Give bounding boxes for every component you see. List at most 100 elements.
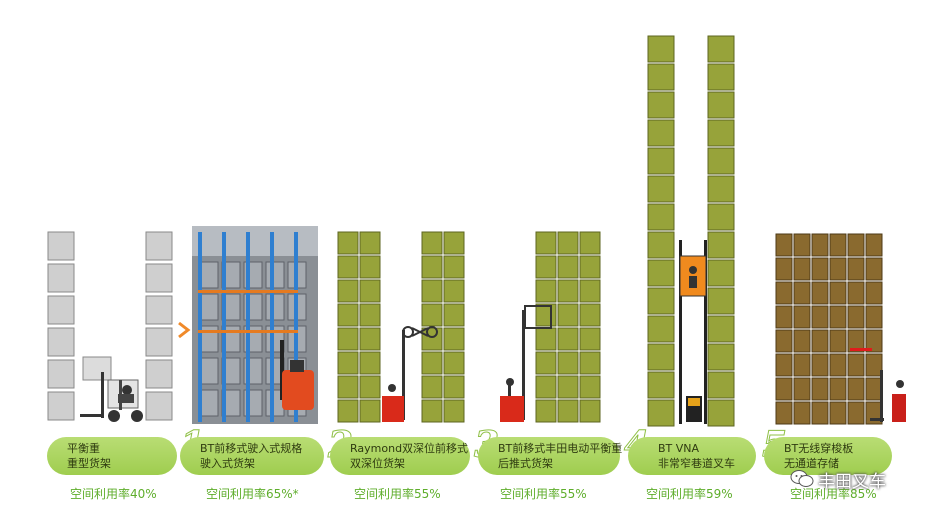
pallet-box [775,401,793,425]
dense-storage-racks [775,233,883,425]
rack-upright [198,232,202,422]
pallet-box [647,119,675,147]
pallet-box [865,233,883,257]
pallet-box [793,305,811,329]
pallet-box [535,375,557,399]
label-pill: BT无线穿梭板 无通道存储 [764,437,892,475]
pallet-box [647,343,675,371]
arrow-right-icon [178,321,191,339]
pallet-box [707,231,735,259]
pallet-box [337,279,359,303]
utilization-rate: 空间利用率59% [646,487,733,501]
pallet-box [865,353,883,377]
rack-right [707,35,735,427]
counterbalance-illustration [47,231,173,422]
double-deep-illustration [337,231,465,423]
double-deep-racks [337,231,465,423]
pallet-box [847,257,865,281]
pallet-box [443,231,465,255]
pallet-box [145,295,173,325]
rack-upright [270,232,274,422]
rack-right [145,231,173,421]
pallet-box [47,391,75,421]
pallet-box [199,325,219,353]
pallet-box [265,261,285,289]
pallet-box [647,203,675,231]
pill-line2: 后推式货架 [498,457,553,470]
reach-truck-icon [280,340,314,410]
pallet-box [707,343,735,371]
reach-truck-icon [382,326,438,422]
pill-line2: 驶入式货架 [200,457,255,470]
pallet-box [443,351,465,375]
utilization-rate: 空间利用率55% [354,487,441,501]
pallet-box [865,377,883,401]
rack-left [47,231,75,421]
pallet-box [443,327,465,351]
pallet-box [535,327,557,351]
pallet-box [647,175,675,203]
pallet-box [829,401,847,425]
pallet-box [337,399,359,423]
pallet-box [811,377,829,401]
pallet-box [811,281,829,305]
pallet-box [793,329,811,353]
utilization-rate: 空间利用率65%* [206,487,299,501]
pallet-box [707,91,735,119]
pallet-box [707,315,735,343]
pallet-box [47,359,75,389]
pallet-box [829,257,847,281]
pallet-box [557,327,579,351]
pallet-box [811,257,829,281]
label-pill: 平衡重 重型货架 [47,437,177,475]
pallet-box [421,279,443,303]
panel-counterbalance: 平衡重 重型货架 空间利用率40% [0,0,180,519]
pallet-box [47,231,75,261]
pill-line1: BT无线穿梭板 [784,442,854,455]
pallet-box [557,303,579,327]
rack-upright [222,232,226,422]
pallet-box [775,233,793,257]
pallet-box [199,389,219,417]
pallet-box [535,303,557,327]
pallet-box [829,281,847,305]
pallet-box [199,293,219,321]
pallet-box [557,231,579,255]
vna-truck-icon [679,240,707,424]
pill-line1: 平衡重 [67,442,100,455]
pallet-box [443,303,465,327]
rack-uprights [198,232,298,422]
pallet-box [793,233,811,257]
pallet-box [421,303,443,327]
pallet-box [829,329,847,353]
stacker-truck-icon [870,370,906,422]
pallet-box [579,303,601,327]
pallet-box [811,305,829,329]
pallet-box [145,231,173,261]
pallet-box [421,231,443,255]
pallet-box [359,375,381,399]
pallet-box [359,351,381,375]
pallet-box [535,279,557,303]
pill-line2: 重型货架 [67,457,111,470]
pallet-box [443,375,465,399]
pallet-box [337,303,359,327]
panel-shuttle: 5 BT无线穿梭板 无通道存储 空间利用率85% [761,0,932,519]
pallet-box [421,327,443,351]
pallet-box [359,231,381,255]
pallet-box [337,375,359,399]
pallet-box [535,351,557,375]
watermark: 丰田叉车 [790,466,886,492]
pallet-box [865,329,883,353]
pallet-box [359,303,381,327]
panel-double-deep: 2 Raymond双深位前移式 双深位货架 空间利用率55% [327,0,476,519]
pill-line2: 无通道存储 [784,457,839,470]
pallet-box [829,305,847,329]
panel-drive-in: 1 BT前移式驶入式规格 驶入式货架 空间利用率65%* [179,0,330,519]
pallet-box [337,327,359,351]
reach-truck-icon [500,305,552,422]
label-pill: Raymond双深位前移式 双深位货架 [330,437,470,475]
pill-line1: BT前移式驶入式规格 [200,442,303,455]
pallet-box [707,63,735,91]
pallet-box [847,401,865,425]
